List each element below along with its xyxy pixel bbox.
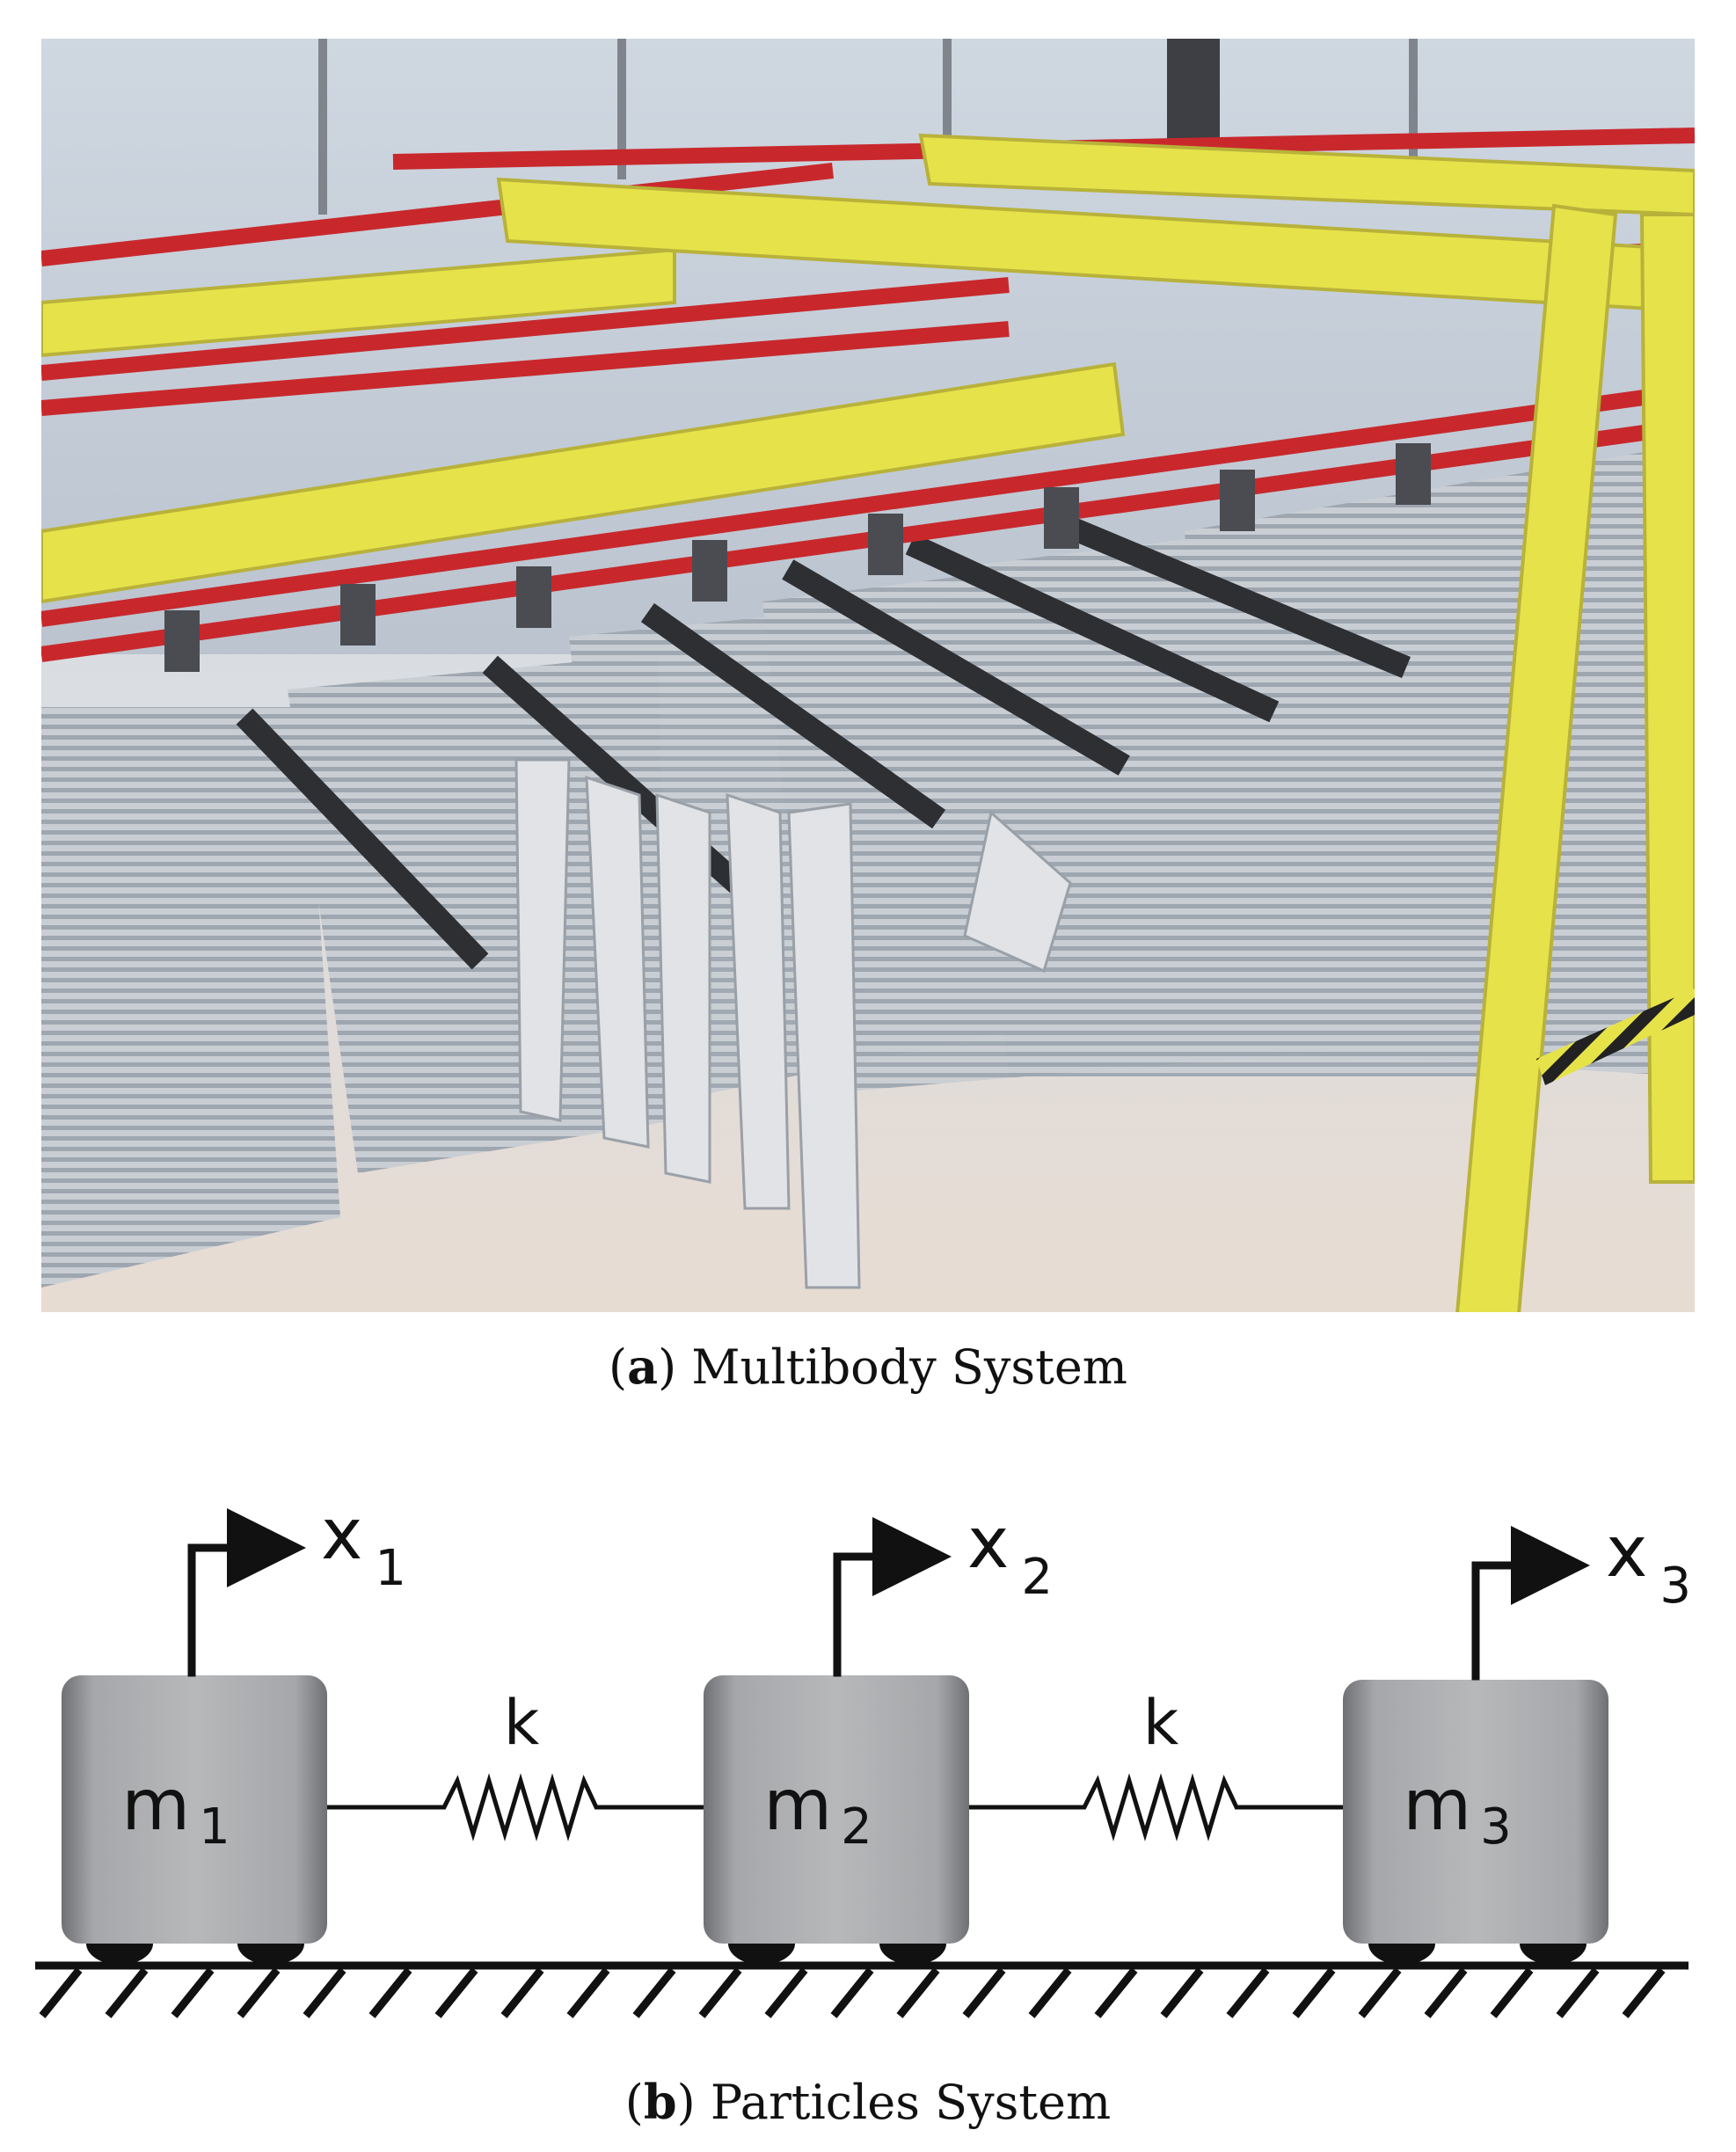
displacement-2-name: x <box>967 1502 1009 1584</box>
caption-a-paren-close: ) <box>658 1339 692 1395</box>
caption-b-letter: b <box>643 2074 677 2130</box>
displacement-arrow-3 <box>1471 1526 1590 1681</box>
mass-1-index: 1 <box>199 1798 230 1856</box>
caption-a-paren-open: ( <box>608 1339 628 1395</box>
svg-text:m2: m2 <box>763 1764 872 1856</box>
caption-b-paren-open: ( <box>624 2075 644 2130</box>
displacement-1-index: 1 <box>375 1540 406 1597</box>
ground-hatching <box>39 1967 1666 2018</box>
mass-2-name: m <box>763 1764 832 1846</box>
caption-b-paren-close: ) <box>676 2075 711 2130</box>
displacement-3-index: 3 <box>1659 1557 1691 1615</box>
spring-2 <box>959 1773 1359 1842</box>
mass-3-index: 3 <box>1480 1798 1512 1856</box>
svg-text:m1: m1 <box>121 1764 230 1856</box>
spring-1-label: k <box>504 1687 540 1759</box>
mass-2-index: 2 <box>841 1798 872 1856</box>
caption-a-letter: a <box>627 1339 659 1395</box>
spring-2-label: k <box>1143 1687 1179 1759</box>
displacement-arrow-1 <box>187 1508 306 1677</box>
multibody-photo <box>41 39 1695 1312</box>
displacement-arrow-2 <box>833 1517 952 1677</box>
svg-text:m3: m3 <box>1403 1764 1512 1856</box>
mass-1-name: m <box>121 1764 190 1846</box>
spring-1 <box>318 1773 721 1842</box>
caption-a: (a) Multibody System <box>0 1339 1736 1395</box>
displacement-2-index: 2 <box>1021 1549 1053 1606</box>
caption-a-text: Multibody System <box>691 1339 1127 1395</box>
caption-b-text: Particles System <box>710 2075 1112 2130</box>
displacement-3-name: x <box>1606 1511 1647 1593</box>
caption-b: (b) Particles System <box>0 2074 1736 2130</box>
mass-3-name: m <box>1403 1764 1471 1846</box>
displacement-1-name: x <box>321 1493 362 1575</box>
